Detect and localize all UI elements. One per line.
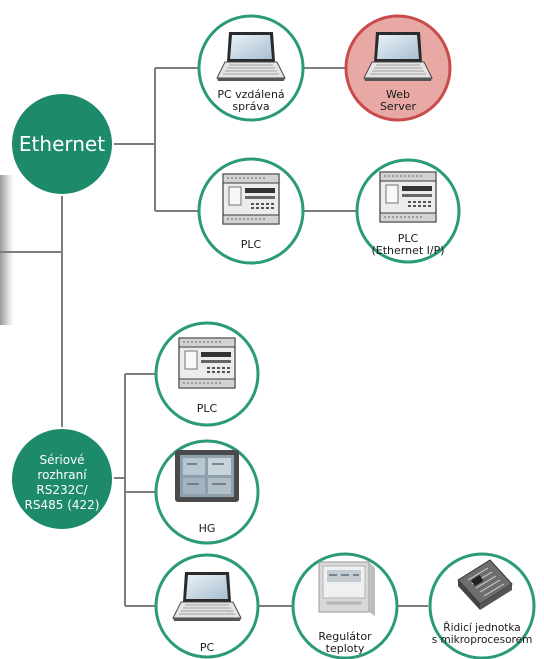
node-plc-ethernet-ip: PLC (Ethernet I/P) [355,158,461,264]
node-web-server: Web Server [344,14,452,122]
serial-hub-label-line1: Sériové [39,453,84,467]
plc-eth-label: PLC [241,238,262,251]
temperature-regulator-icon [317,560,377,618]
connection-lines [0,67,428,607]
ethernet-hub: Ethernet [10,92,114,196]
node-pc-serial: PC [154,553,260,659]
plc-ethernet-ip-label-line2: (Ethernet I/P) [371,244,444,257]
web-server-label-line2: Server [380,100,417,113]
pc-remote-label-line2: správa [232,100,269,113]
node-pc-remote: PC vzdálená správa [197,14,305,122]
node-temp-regulator: Regulátor teploty [291,552,399,659]
node-hg: HG [154,439,260,545]
plc-serial-label: PLC [197,402,218,415]
hmi-panel-icon [174,449,240,503]
temp-regulator-label-line1: Regulátor [318,630,372,643]
microprocessor-unit-label-line1: Řidicí jednotka [443,621,520,634]
plc-ethernet-ip-label-line1: PLC [398,232,419,245]
ethernet-hub-label: Ethernet [19,132,105,156]
node-plc-ethernet-branch: PLC [197,157,305,265]
left-edge-shadow [0,175,14,325]
serial-hub-label-line3: RS232C/ [36,483,88,497]
serial-hub-label-line4: RS485 (422) [25,498,100,512]
microprocessor-unit-label-line2: s mikroprocesorem [432,634,533,646]
serial-hub: Sériové rozhraní RS232C/ RS485 (422) [10,427,114,531]
temp-regulator-label-line2: teploty [326,642,365,655]
hg-label: HG [199,522,216,535]
serial-hub-label-line2: rozhraní [37,468,87,482]
plc-icon [178,337,236,389]
web-server-label-line1: Web [386,88,410,101]
pc-serial-label: PC [200,641,215,654]
node-plc-serial: PLC [154,321,260,427]
plc-icon [379,171,437,223]
node-microprocessor-unit: Řidicí jednotka s mikroprocesorem [428,552,536,659]
plc-icon [222,173,280,225]
pc-remote-label-line1: PC vzdálená [217,88,284,101]
